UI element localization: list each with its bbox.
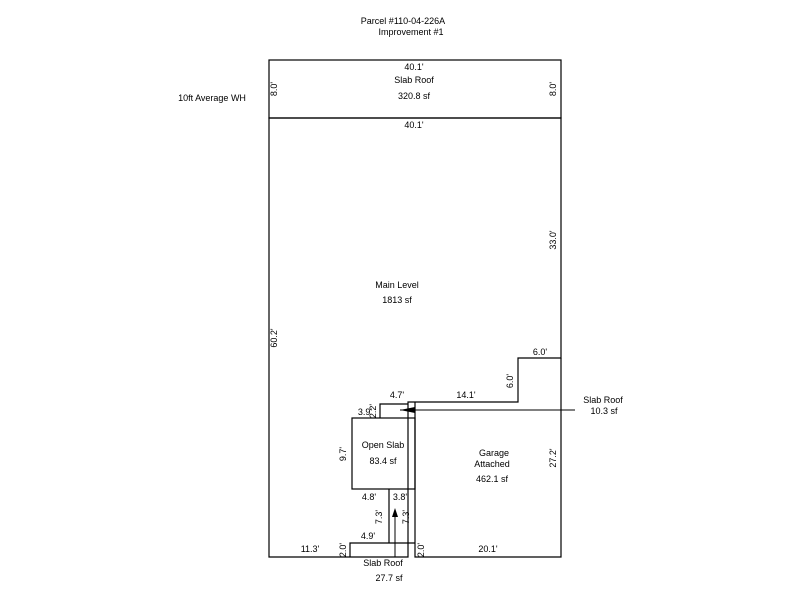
- dim-slab-height-left: 8.0': [269, 82, 279, 97]
- main-level-area: 1813 sf: [382, 295, 412, 305]
- slab-roof-right-name: Slab Roof: [583, 395, 623, 405]
- slab-roof-bottom-area: 27.7 sf: [375, 573, 403, 583]
- dim-open-slab-height: 9.7': [338, 447, 348, 462]
- dim-slab-height-right: 8.0': [548, 82, 558, 97]
- slab-roof-bottom-name: Slab Roof: [363, 558, 403, 568]
- slab-roof-bottom-arrow-icon: [392, 508, 398, 517]
- garage-area: 462.1 sf: [476, 474, 509, 484]
- dim-small-side-b: 2.2': [368, 404, 378, 419]
- porch-outline: [349, 489, 415, 557]
- open-slab-name: Open Slab: [362, 440, 405, 450]
- slab-roof-top-area: 320.8 sf: [398, 91, 431, 101]
- main-outline: [268, 117, 562, 558]
- slab-roof-top-name: Slab Roof: [394, 75, 434, 85]
- slab-roof-right-area: 10.3 sf: [590, 406, 618, 416]
- dim-porch-bottom: 4.9': [361, 531, 376, 541]
- garage-name-line2: Attached: [474, 459, 510, 469]
- dim-left-height: 60.2': [269, 328, 279, 348]
- dim-slab-bottom-right: 3.8': [393, 492, 408, 502]
- open-slab-outline: [351, 417, 416, 490]
- dim-right-upper: 33.0': [548, 230, 558, 250]
- dim-bottom-right: 20.1': [478, 544, 498, 554]
- dim-step-vertical: 6.0': [505, 374, 515, 389]
- open-slab-area: 83.4 sf: [369, 456, 397, 466]
- slab-roof-right-arrow-icon: [400, 407, 415, 413]
- dim-bottom-left: 11.3': [301, 544, 320, 554]
- dim-slab-bottom-left: 4.8': [362, 492, 377, 502]
- garage-name-line1: Garage: [479, 448, 509, 458]
- dim-offset-left: 2.0': [338, 543, 348, 558]
- dim-right-lower: 27.2': [548, 448, 558, 468]
- dim-porch-right: 7.3': [401, 510, 411, 525]
- small-step-outline: [379, 403, 408, 418]
- dim-main-top-width: 40.1': [404, 120, 424, 130]
- main-level-name: Main Level: [375, 280, 419, 290]
- dim-small-side-a: 3.9': [358, 407, 373, 417]
- dim-garage-top: 14.1': [456, 390, 476, 400]
- improvement-title: Improvement #1: [378, 27, 443, 37]
- wall-height-note: 10ft Average WH: [178, 93, 246, 103]
- parcel-title: Parcel #110-04-226A: [361, 16, 445, 26]
- dim-small-top: 4.7': [390, 390, 405, 400]
- dim-top-width: 40.1': [404, 62, 424, 72]
- dim-porch-left: 7.3': [374, 510, 384, 525]
- dim-step-top: 6.0': [533, 347, 548, 357]
- dim-offset-right: 2.0': [416, 543, 426, 558]
